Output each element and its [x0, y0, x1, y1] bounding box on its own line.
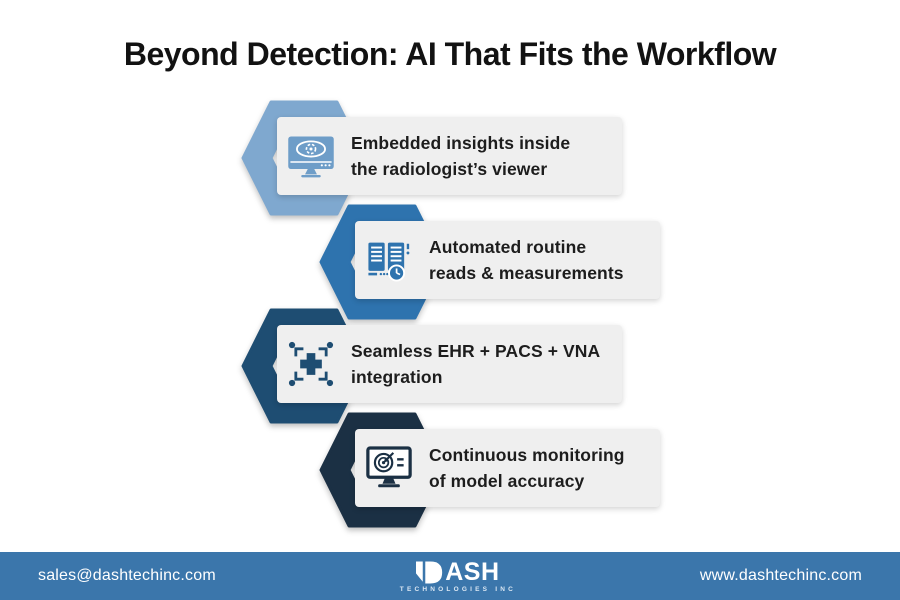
step-card: Seamless EHR + PACS + VNA integration [277, 325, 622, 403]
step-text: Continuous monitoring of model accuracy [429, 442, 625, 494]
step-text-line1: Embedded insights inside [351, 133, 571, 153]
workflow-step-1: Embedded insights inside the radiologist… [237, 100, 667, 216]
chevron-arrow-shape [241, 100, 350, 216]
step-text-line1: Automated routine [429, 237, 587, 257]
step-text: Embedded insights inside the radiologist… [351, 130, 570, 182]
footer-email-link[interactable]: sales@dashtechinc.com [38, 567, 216, 584]
footer-website-link[interactable]: www.dashtechinc.com [699, 567, 862, 584]
workflow-step-4: Continuous monitoring of model accuracy [315, 412, 745, 528]
step-card: Automated routine reads & measurements [355, 221, 660, 299]
step-text: Seamless EHR + PACS + VNA integration [351, 338, 600, 390]
workflow-step-3: Seamless EHR + PACS + VNA integration [237, 308, 667, 424]
integration-cross-icon [283, 336, 339, 392]
footer-bar: sales@dashtechinc.com ASH TECHNOLOGIES I… [0, 552, 900, 600]
step-text-line2: reads & measurements [429, 263, 624, 283]
monitor-eye-icon [283, 128, 339, 184]
step-text-line1: Continuous monitoring [429, 445, 625, 465]
step-text-line1: Seamless EHR + PACS + VNA [351, 341, 601, 361]
step-text-line2: the radiologist’s viewer [351, 159, 548, 179]
dash-logo: ASH TECHNOLOGIES INC [400, 560, 516, 594]
chevron-arrow-shape [319, 204, 428, 320]
step-text-line2: of model accuracy [429, 471, 585, 491]
page-title: Beyond Detection: AI That Fits the Workf… [123, 36, 777, 72]
documents-clock-icon [361, 232, 417, 288]
dash-logo-d-icon [416, 561, 443, 584]
step-text-line2: integration [351, 367, 443, 387]
dash-logo-text: ASH [445, 558, 500, 587]
dash-logo-subtitle: TECHNOLOGIES INC [399, 586, 516, 594]
chevron-arrow-shape [241, 308, 350, 424]
workflow-step-2: Automated routine reads & measurements [315, 204, 745, 320]
chevron-arrow-shape [319, 412, 428, 528]
step-text: Automated routine reads & measurements [429, 234, 624, 286]
step-card: Embedded insights inside the radiologist… [277, 117, 622, 195]
monitor-gauge-icon [361, 440, 417, 496]
step-card: Continuous monitoring of model accuracy [355, 429, 660, 507]
